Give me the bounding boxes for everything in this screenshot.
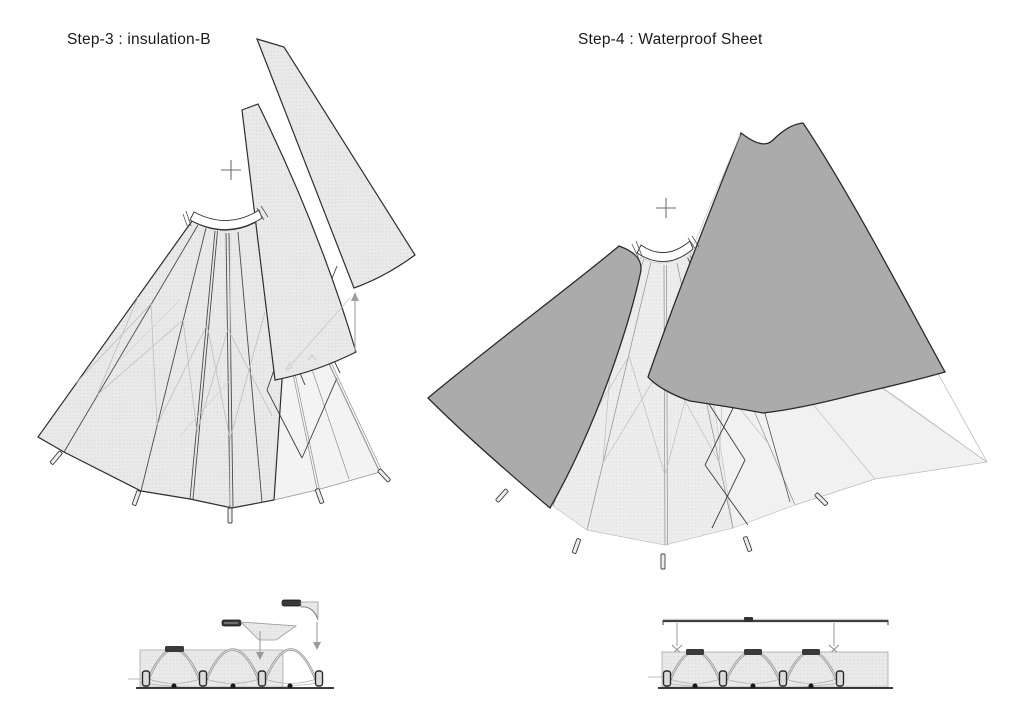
drop-lines — [676, 623, 835, 646]
insulation-panel-floating-wide — [255, 38, 416, 289]
waterproof-sheet-right — [647, 122, 946, 414]
floating-insulation-piece-funnel — [221, 619, 298, 660]
post — [257, 670, 267, 687]
post — [718, 670, 728, 687]
lattice-lines — [75, 296, 273, 440]
funnel-shape — [239, 621, 298, 641]
post — [141, 670, 151, 687]
top-ring-collar — [636, 240, 694, 263]
leg — [49, 450, 63, 465]
floor-sag-lines — [139, 677, 321, 689]
collar-tick-marks — [631, 235, 700, 260]
lattice-faint-lines — [119, 238, 231, 505]
waterproof-sheet-left — [427, 245, 642, 510]
leg — [814, 492, 829, 507]
top-ring-collar — [189, 209, 263, 230]
post — [314, 670, 324, 687]
post — [778, 670, 788, 687]
step3-title: Step-3 : insulation-B — [67, 31, 211, 48]
sheet-center-cap — [744, 617, 753, 622]
post — [198, 670, 208, 687]
insulation-panel-floating-narrow — [241, 103, 357, 381]
installation-guide-line — [691, 134, 741, 250]
leg — [742, 536, 753, 552]
leg — [495, 488, 509, 503]
post — [662, 670, 672, 687]
arch-caps — [686, 649, 820, 655]
center-cross-marker — [221, 160, 241, 180]
leg — [660, 553, 666, 570]
collar-tick-marks — [182, 205, 269, 229]
drop-target-x-marks — [671, 644, 840, 655]
step4-drawing — [427, 122, 988, 570]
suspended-waterproof-sheet — [662, 617, 889, 655]
cone-ribs — [63, 224, 263, 509]
arch-cap — [165, 646, 184, 652]
step4-title: Step-4 : Waterproof Sheet — [578, 31, 763, 48]
clamp-bar — [281, 599, 302, 607]
foundation-posts — [141, 670, 324, 687]
center-cross-marker — [656, 198, 676, 218]
leg — [377, 468, 391, 483]
frame-legs — [49, 450, 391, 524]
leg — [571, 538, 582, 554]
frame-cross-braces — [699, 387, 749, 529]
step3-drawing — [37, 38, 416, 524]
step4-section-drawing — [648, 617, 893, 689]
lift-arrow-icon — [285, 292, 359, 371]
foundation-posts — [662, 670, 845, 687]
post — [835, 670, 845, 687]
curved-flap — [300, 601, 319, 619]
floating-insulation-piece-curve — [281, 599, 321, 650]
step3-section-drawing — [128, 599, 334, 689]
leg — [227, 507, 233, 524]
leg — [131, 490, 142, 506]
leg — [314, 488, 325, 504]
frame-legs — [495, 488, 829, 570]
